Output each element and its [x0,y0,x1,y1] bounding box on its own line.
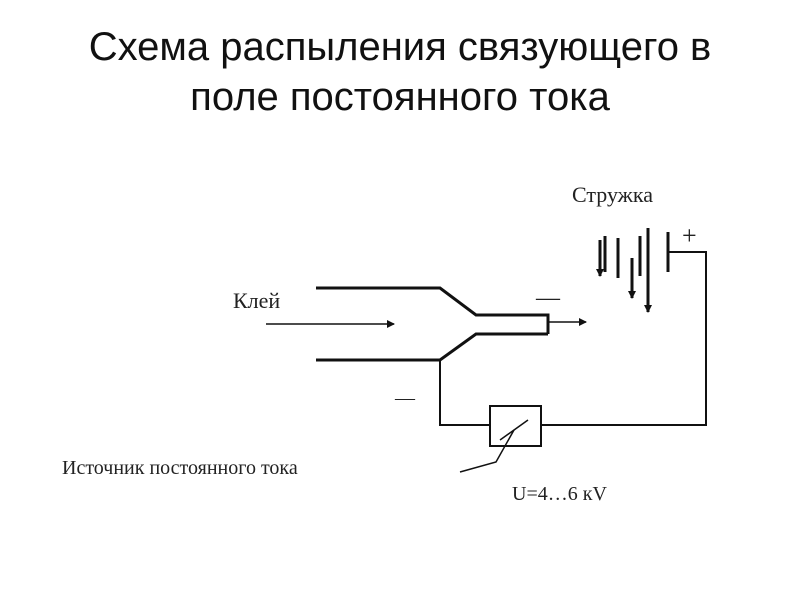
dc-source-box [489,405,542,447]
source-label: Источник постоянного тока [62,457,298,479]
plus-sign: + [682,221,697,250]
positive-wire [541,251,707,426]
voltage-label: U=4…6 кV [512,483,607,505]
nozzle-upper-wall [316,286,550,334]
dc-source [489,405,542,447]
chips-label: Стружка [572,182,653,207]
source-leader-line [459,429,515,473]
nozzle-lower-wall [316,332,548,362]
glue-label: Клей [233,288,280,313]
negative-wire [439,360,490,426]
slide-title: Схема распыления связующего в поле посто… [0,22,800,122]
minus-sign-nozzle: — [535,285,561,311]
title-line-2: поле постоянного тока [190,75,610,119]
electrode-plates [603,232,670,278]
minus-sign-wire: — [394,387,416,409]
chip-arrows [596,228,652,313]
title-line-1: Схема распыления связующего в [88,25,712,69]
